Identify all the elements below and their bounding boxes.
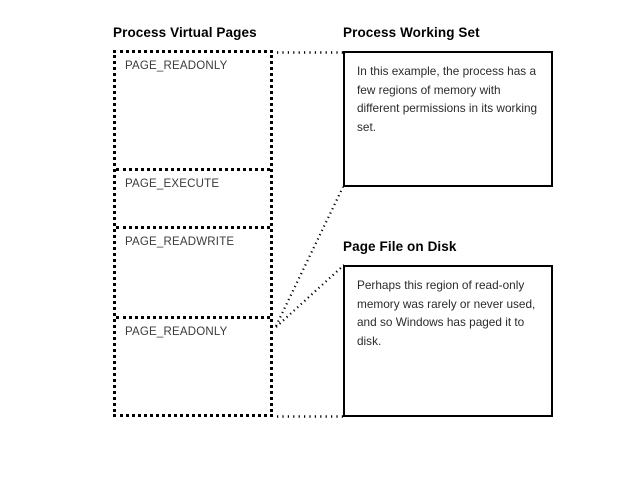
page-region-readonly-top: PAGE_READONLY xyxy=(116,53,270,168)
heading-process-working-set: Process Working Set xyxy=(343,25,480,40)
heading-process-virtual-pages: Process Virtual Pages xyxy=(113,25,257,40)
page-region-execute: PAGE_EXECUTE xyxy=(116,168,270,226)
process-virtual-pages-box: PAGE_READONLY PAGE_EXECUTE PAGE_READWRIT… xyxy=(113,50,273,417)
working-set-description: In this example, the process has a few r… xyxy=(357,64,538,134)
page-region-label: PAGE_READWRITE xyxy=(125,236,235,248)
connector-diagonal-region-to-workingset xyxy=(275,186,344,327)
process-working-set-box: In this example, the process has a few r… xyxy=(343,51,553,187)
page-region-readonly-bottom: PAGE_READONLY xyxy=(116,316,270,414)
connector-diagonal-region-to-pagefile xyxy=(275,264,345,328)
page-region-label: PAGE_READONLY xyxy=(125,326,228,338)
page-region-label: PAGE_READONLY xyxy=(125,60,228,72)
page-region-readwrite: PAGE_READWRITE xyxy=(116,226,270,316)
page-region-label: PAGE_EXECUTE xyxy=(125,178,220,190)
page-file-on-disk-box: Perhaps this region of read-only memory … xyxy=(343,265,553,417)
heading-page-file-on-disk: Page File on Disk xyxy=(343,239,457,254)
page-file-description: Perhaps this region of read-only memory … xyxy=(357,278,536,348)
